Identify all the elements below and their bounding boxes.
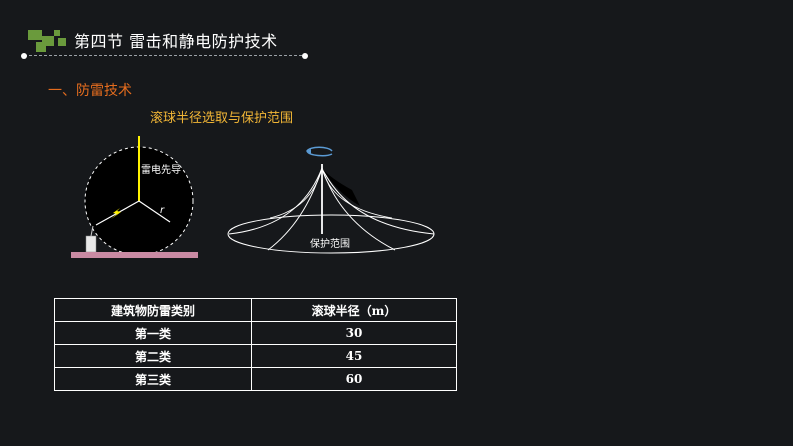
protection-zone-diagram: 保护范围 — [227, 146, 435, 254]
row-radius: 60 — [251, 367, 457, 391]
row-category: 第三类 — [54, 367, 252, 391]
lightning-bolt-icon — [111, 208, 121, 219]
table-header-row: 建筑物防雷类别 滚球半径（m） — [54, 298, 457, 322]
table-row: 第二类 45 — [54, 344, 457, 368]
row-radius: 30 — [251, 321, 457, 345]
title-divider — [24, 55, 307, 56]
row-radius: 45 — [251, 344, 457, 368]
figure-caption: 滚球半径选取与保护范围 — [150, 111, 294, 126]
shaded-zone-section — [322, 168, 360, 206]
radius-label: r — [160, 205, 165, 216]
row-category: 第一类 — [54, 321, 252, 345]
building-icon — [85, 235, 97, 253]
table-row: 第三类 60 — [54, 367, 457, 391]
zone-label: 保护范围 — [310, 237, 350, 250]
rolling-sphere-diagram: 雷电先导 r — [71, 136, 198, 258]
divider-left-dot — [21, 53, 27, 59]
leader-label: 雷电先导 — [141, 163, 181, 176]
radius-line — [138, 200, 171, 223]
rolling-radius-table: 建筑物防雷类别 滚球半径（m） 第一类 30 第二类 45 第三类 60 — [54, 298, 457, 391]
zone-curve-left — [228, 167, 323, 235]
zone-curve-front-left — [267, 167, 323, 251]
row-category: 第二类 — [54, 344, 252, 368]
zone-curve-right — [321, 167, 435, 235]
table-row: 第一类 30 — [54, 321, 457, 345]
section-title: 第四节 雷击和静电防护技术 — [74, 32, 278, 51]
ground-plane — [71, 252, 198, 258]
section-logo-icon — [28, 30, 68, 52]
zone-curve-back-left — [269, 167, 323, 219]
rotation-arrow-head — [307, 149, 311, 154]
zone-curve-back-right — [321, 167, 393, 219]
air-terminal-rod — [90, 225, 94, 237]
header-radius: 滚球半径（m） — [251, 298, 457, 322]
header-category: 建筑物防雷类别 — [54, 298, 252, 322]
subheading: 一、防雷技术 — [48, 83, 132, 99]
divider-right-dot — [302, 53, 308, 59]
